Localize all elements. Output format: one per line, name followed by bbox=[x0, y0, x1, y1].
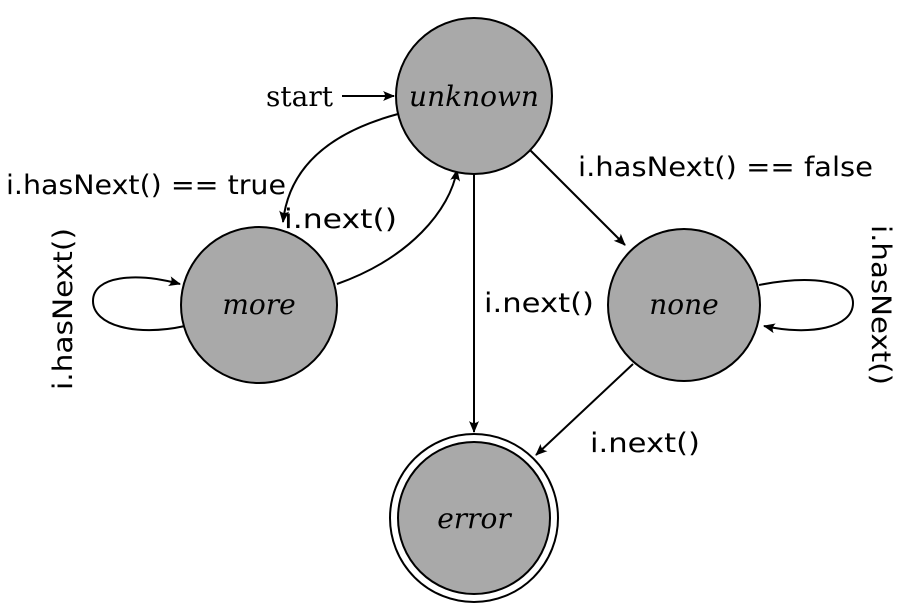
start-label: start bbox=[266, 80, 334, 113]
state-more: more bbox=[180, 226, 338, 384]
state-unknown: unknown bbox=[395, 17, 553, 175]
state-unknown-label: unknown bbox=[409, 80, 539, 113]
edge-unknown-to-none bbox=[529, 149, 626, 246]
state-none-label: none bbox=[649, 288, 719, 321]
label-more-to-unknown: i.next() bbox=[284, 204, 397, 235]
label-none-self-loop: i.hasNext() bbox=[865, 225, 896, 385]
edge-unknown-to-more bbox=[279, 113, 399, 223]
label-none-to-error: i.next() bbox=[590, 428, 700, 459]
edge-more-to-unknown bbox=[336, 169, 461, 285]
state-more-label: more bbox=[222, 288, 295, 321]
edge-none-self-loop bbox=[758, 279, 855, 334]
state-error-label: error bbox=[437, 502, 512, 535]
label-unknown-to-none: i.hasNext() == false bbox=[578, 152, 873, 183]
label-unknown-to-more: i.hasNext() == true bbox=[6, 170, 286, 201]
edge-more-self-loop bbox=[91, 276, 186, 332]
label-more-self-loop: i.hasNext() bbox=[48, 228, 79, 390]
state-error: error bbox=[389, 433, 559, 603]
label-unknown-to-error: i.next() bbox=[484, 288, 594, 319]
state-none: none bbox=[607, 228, 761, 382]
edge-none-to-error bbox=[535, 363, 634, 456]
